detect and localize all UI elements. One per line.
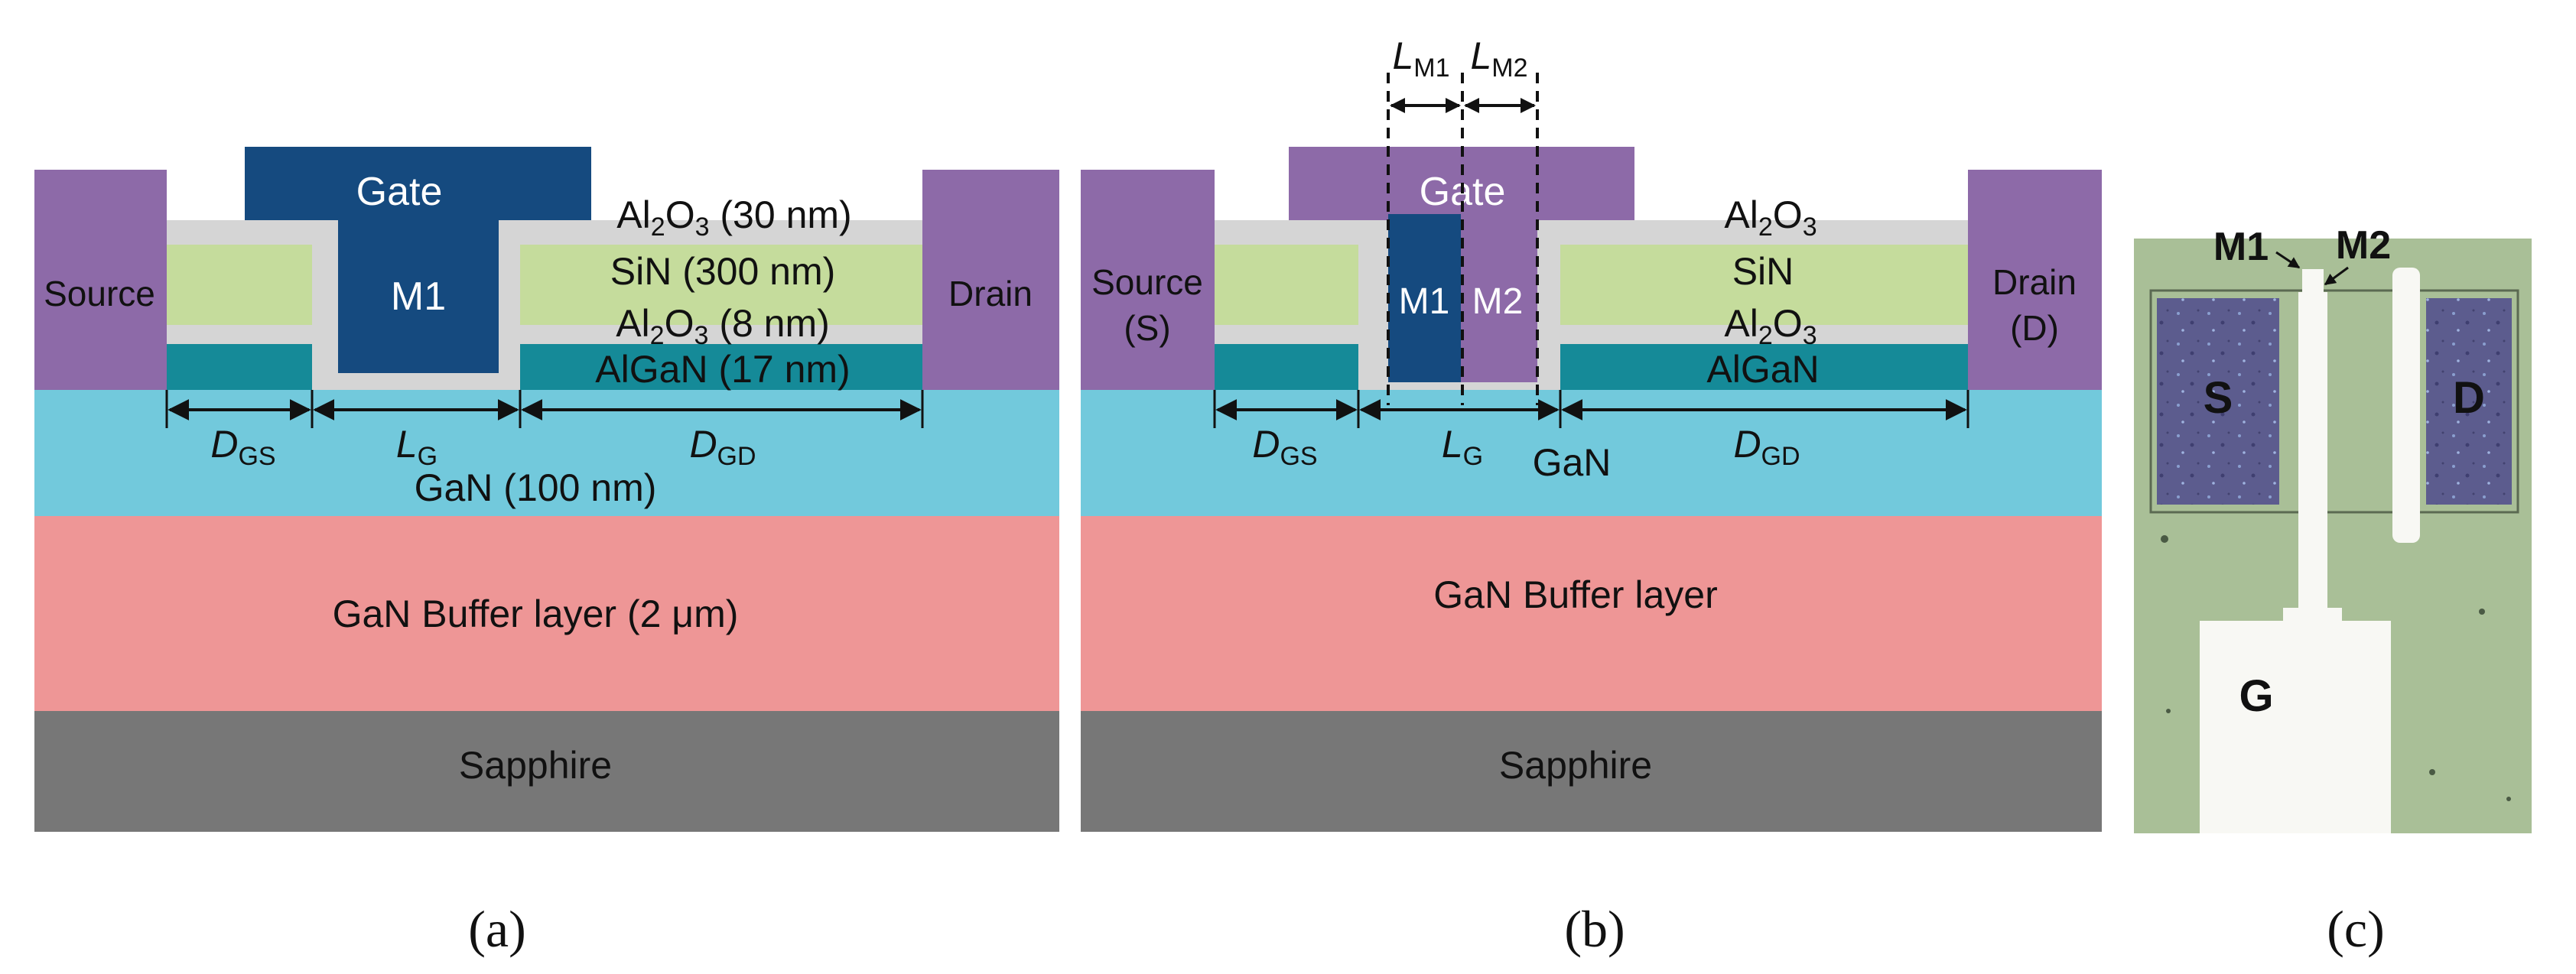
algan-layer-left — [167, 344, 312, 390]
algan-label: AlGaN — [1706, 348, 1819, 391]
gate-finger-tip — [2302, 269, 2324, 295]
algan-label: AlGaN (17 nm) — [595, 348, 850, 391]
debris-spot — [2166, 709, 2171, 713]
caption-a: (a) — [468, 900, 525, 958]
sapphire-layer — [34, 711, 1059, 832]
sin-layer-left — [167, 245, 312, 325]
sapphire-label: Sapphire — [459, 744, 612, 787]
drain-label: Drain — [1992, 262, 2077, 302]
dgd-label: DGD — [689, 423, 756, 471]
source-contact — [34, 170, 167, 390]
panel-c: M1 M2 S D G (c) — [2134, 223, 2532, 958]
dgs-label: DGS — [1252, 423, 1317, 471]
drain-pad-texture — [2426, 298, 2512, 505]
al2o3-bottom-label: Al2O3 (8 nm) — [616, 302, 830, 350]
algan-layer-left — [1215, 344, 1358, 390]
m2-label: M2 — [2336, 223, 2391, 268]
gate-pad — [2200, 608, 2391, 833]
algan-layer-right — [520, 344, 922, 390]
drain-contact — [1968, 170, 2102, 390]
sapphire-layer — [1081, 711, 2102, 832]
caption-c: (c) — [2327, 900, 2384, 958]
sin-label: SiN (300 nm) — [610, 250, 836, 293]
source-abbr-label: (S) — [1124, 308, 1170, 348]
al2o3-bottom-label: Al2O3 — [1724, 302, 1817, 350]
g-label: G — [2239, 671, 2273, 721]
sin-label: SiN — [1732, 250, 1794, 293]
m1-stem — [1388, 214, 1461, 382]
al2o3-top-label: Al2O3 — [1724, 193, 1817, 242]
algan-layer-right — [1560, 344, 1968, 390]
debris-spot — [2479, 609, 2485, 615]
debris-spot — [2429, 769, 2435, 775]
panel-b: Gate M1 M2 Source (S) Drain (D) Al2O3 Si… — [1081, 34, 2102, 958]
drain-abbr-label: (D) — [2010, 308, 2059, 348]
sin-layer-right — [520, 245, 922, 325]
dgd-label: DGD — [1733, 423, 1800, 471]
gan-label: GaN — [1533, 441, 1612, 484]
sin-layer-right — [1560, 245, 1968, 325]
sapphire-label: Sapphire — [1499, 744, 1652, 787]
buffer-label: GaN Buffer layer — [1433, 573, 1717, 616]
al2o3-top-label: Al2O3 (30 nm) — [616, 193, 851, 242]
source-contact — [1081, 170, 1215, 390]
m1-stem — [338, 214, 499, 373]
drain-contact — [922, 170, 1059, 390]
lm2-label: LM2 — [1470, 34, 1527, 83]
m1-pointer — [2275, 251, 2301, 269]
m2-label: M2 — [1472, 281, 1524, 322]
m1-label: M1 — [391, 274, 446, 319]
s-label: S — [2204, 373, 2233, 423]
drain-label: Drain — [948, 274, 1033, 313]
debris-spot — [2161, 535, 2168, 543]
dgs-label: DGS — [210, 423, 275, 471]
field-plate-finger — [2392, 268, 2420, 543]
m2-pointer — [2324, 266, 2349, 286]
gate-head — [245, 147, 591, 220]
source-label: Source — [1091, 262, 1203, 302]
active-region-outline — [2149, 289, 2519, 514]
buffer-label: GaN Buffer layer (2 μm) — [333, 593, 739, 635]
d-label: D — [2453, 373, 2485, 423]
source-pad-texture — [2157, 298, 2279, 505]
buffer-layer — [1081, 516, 2102, 711]
lm1-label: LM1 — [1392, 34, 1449, 83]
lg-label: LG — [1442, 423, 1483, 471]
lg-label: LG — [396, 423, 437, 471]
m2-stem — [1461, 214, 1537, 382]
sin-layer-left — [1215, 245, 1358, 325]
caption-b: (b) — [1564, 900, 1625, 958]
gate-label: Gate — [356, 170, 443, 214]
debris-spot — [2506, 797, 2511, 801]
gate-finger — [2298, 292, 2327, 613]
source-label: Source — [44, 274, 155, 313]
m1-label: M1 — [2213, 225, 2269, 269]
m1-label: M1 — [1399, 281, 1450, 322]
panel-a: Gate M1 Source Drain Al2O3 (30 nm) SiN (… — [34, 147, 1059, 958]
buffer-layer — [34, 516, 1059, 711]
gan-label: GaN (100 nm) — [415, 466, 657, 509]
